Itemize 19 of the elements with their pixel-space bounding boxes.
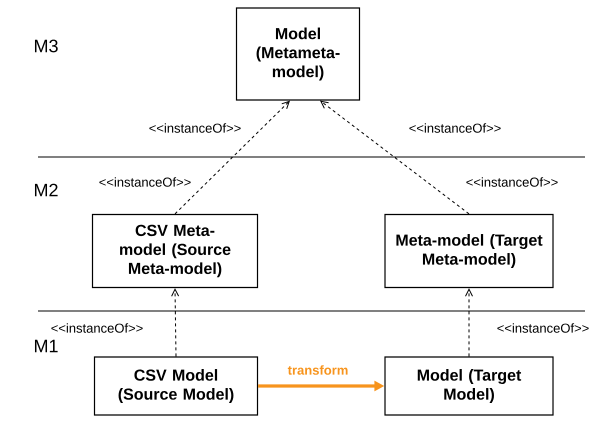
arrow — [171, 288, 180, 357]
model-box: CSV Meta-model (Source Meta-model) — [92, 214, 258, 288]
edge-label: <<instanceOf>> — [496, 322, 590, 334]
stereotype-label: <<instanceOf>> — [464, 176, 560, 188]
model-box: Model (Target Model) — [384, 356, 554, 416]
stereotype-label: <<instanceOf>> — [98, 176, 192, 188]
arrow — [320, 100, 470, 214]
arrow — [465, 288, 473, 357]
edge-label: <<instanceOf>> — [148, 122, 242, 134]
model-box: Model (Metameta-model) — [236, 7, 360, 101]
model-box: CSV Model (Source Model) — [94, 356, 258, 416]
edge-label: <<instanceOf>> — [50, 322, 144, 334]
edge-label: transform — [286, 364, 350, 376]
model-box: Meta-model (Target Meta-model) — [384, 214, 554, 288]
arrow — [174, 100, 290, 214]
edge-label: <<instanceOf>> — [408, 122, 502, 134]
level-label: M3 — [32, 38, 60, 54]
level-label: M1 — [32, 338, 60, 354]
level-label: M2 — [32, 182, 60, 198]
